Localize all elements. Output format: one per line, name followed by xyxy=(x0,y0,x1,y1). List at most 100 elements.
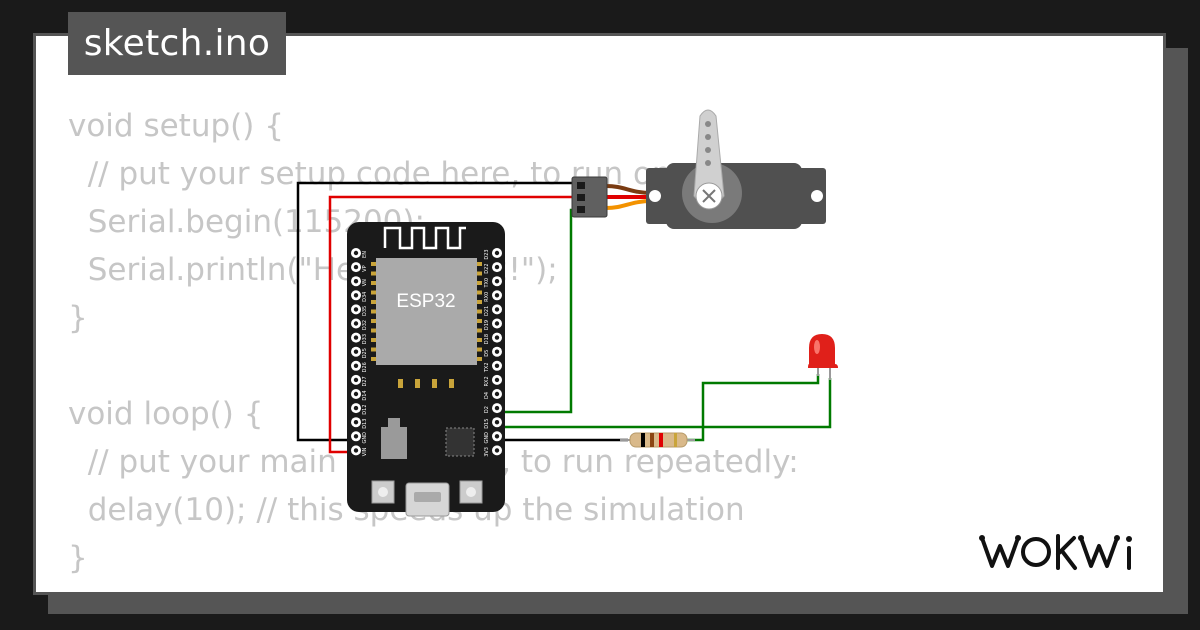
pin-hole xyxy=(494,363,500,368)
resistor-band xyxy=(650,433,654,447)
resistor-body xyxy=(629,432,688,448)
pin-label: D34 xyxy=(362,292,368,302)
led-highlight xyxy=(814,340,820,354)
servo[interactable] xyxy=(571,109,826,229)
pin-hole xyxy=(353,448,359,453)
module-pad xyxy=(477,347,482,352)
horn-hole xyxy=(705,121,711,127)
pin-label: D4 xyxy=(484,392,490,399)
pin-hole xyxy=(494,279,500,284)
module-pad xyxy=(371,357,376,361)
pin-label: VP xyxy=(362,265,368,271)
servo-cable-orange xyxy=(605,199,653,210)
pin-label: D35 xyxy=(362,306,368,316)
pin-label: D33 xyxy=(362,334,368,344)
pin-label: EN xyxy=(362,251,368,258)
pin-label: RX2 xyxy=(484,376,490,386)
pin-hole xyxy=(494,307,500,312)
pin-hole xyxy=(494,264,500,270)
voltage-regulator xyxy=(381,427,407,459)
module-pad xyxy=(477,281,482,285)
left-header: ENVPVND34D35D32D33D25D26D27D14D12D13GNDV… xyxy=(351,248,368,456)
horn-hole xyxy=(705,147,711,153)
pin-label: D2 xyxy=(484,406,490,413)
pin-label: TX2 xyxy=(484,362,490,373)
mount-hole xyxy=(649,190,661,202)
pin-label: D5 xyxy=(484,350,490,357)
button-cap xyxy=(378,487,388,497)
pin-label: RX0 xyxy=(484,292,490,302)
esp32-board[interactable]: ESP32 ENVPVND34D35D32D33D25D26D27D14D12D… xyxy=(347,222,505,517)
mount-hole xyxy=(811,190,823,202)
code-line: void setup() { xyxy=(68,108,284,144)
pin-hole xyxy=(353,377,359,383)
pin-hole xyxy=(494,321,500,326)
wire-red-vin[interactable] xyxy=(328,195,580,454)
module-pad xyxy=(371,290,376,295)
resistor-band xyxy=(641,433,645,447)
module-pad xyxy=(432,379,437,388)
module-pad xyxy=(371,347,376,352)
wire-green-led-anode[interactable] xyxy=(497,378,832,429)
module-pad xyxy=(371,328,376,333)
module-pad xyxy=(415,379,420,388)
module-pad xyxy=(477,271,482,276)
red-led[interactable] xyxy=(808,334,838,380)
resistor-band xyxy=(674,433,677,447)
pin-hole xyxy=(494,391,500,397)
code-line: } xyxy=(68,300,88,336)
pin-hole xyxy=(494,420,500,425)
pin-hole xyxy=(353,279,359,284)
connector-pin xyxy=(577,206,585,213)
pin-label: D23 xyxy=(484,249,490,259)
module-pad xyxy=(371,300,376,304)
pin-hole xyxy=(494,405,500,411)
pin-hole xyxy=(494,293,500,298)
pin-hole xyxy=(353,335,359,340)
pin-label: D21 xyxy=(484,306,490,316)
pin-label: D27 xyxy=(362,376,368,386)
module-pad xyxy=(477,338,482,342)
module-pad xyxy=(371,271,376,276)
pin-label: GND xyxy=(484,432,490,444)
module-pad xyxy=(398,379,403,388)
pin-hole xyxy=(494,335,500,340)
regulator-tab xyxy=(388,418,400,427)
pin-label: D14 xyxy=(362,390,368,400)
pin-hole xyxy=(353,434,359,439)
module-pad xyxy=(477,309,482,314)
module-pad xyxy=(371,338,376,342)
wokwi-logo xyxy=(979,534,1132,570)
module-castellations xyxy=(371,262,482,388)
esp32-module xyxy=(376,258,477,365)
pin-hole xyxy=(494,377,500,383)
pin-hole xyxy=(494,434,500,439)
pin-label: D13 xyxy=(362,419,368,429)
connector-pin xyxy=(577,194,585,201)
wire-green-servo-signal[interactable] xyxy=(497,208,580,414)
pin-label: GND xyxy=(362,432,368,444)
pin-label: 3V3 xyxy=(484,447,490,457)
pin-hole xyxy=(353,420,359,425)
module-pad xyxy=(477,328,482,333)
code-line: // put your setup code here, to run once… xyxy=(68,156,719,192)
horn-hole xyxy=(705,160,711,166)
module-pad xyxy=(477,300,482,304)
pin-hole xyxy=(494,448,500,453)
servo-cable-brown xyxy=(605,184,653,195)
wire-green-led-cathode[interactable] xyxy=(687,374,820,442)
connector-pin xyxy=(577,182,585,189)
antenna-trace xyxy=(383,226,466,250)
pin-hole xyxy=(353,307,359,312)
pin-label: VIN xyxy=(362,447,368,456)
resistor[interactable] xyxy=(620,432,695,448)
pin-hole xyxy=(494,250,500,256)
pin-label: VN xyxy=(362,279,368,286)
pin-hole xyxy=(353,293,359,298)
file-tab[interactable]: sketch.ino xyxy=(68,12,286,75)
wire-black-gnd[interactable] xyxy=(296,181,580,442)
pin-hole xyxy=(353,405,359,411)
pin-hole xyxy=(353,349,359,354)
module-pad xyxy=(371,262,376,266)
